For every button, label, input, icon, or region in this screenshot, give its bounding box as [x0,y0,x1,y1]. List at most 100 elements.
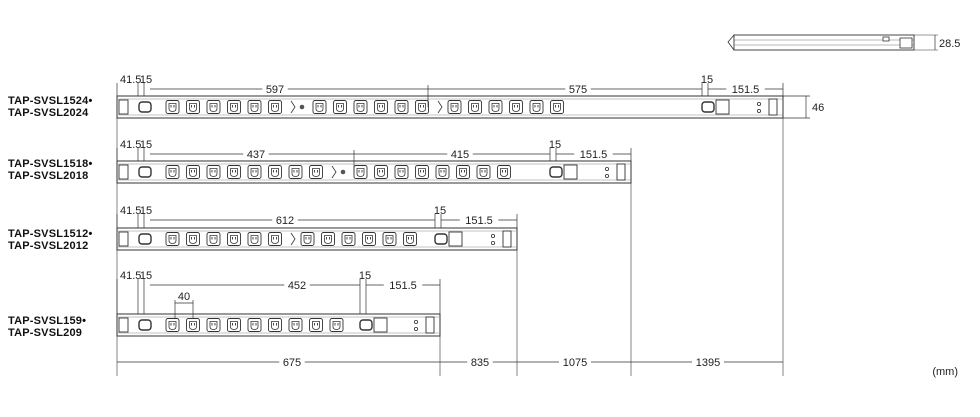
outlet-icon [227,318,241,332]
segment-marker [331,165,337,179]
outlet-face [312,321,320,330]
screw-hole [605,166,610,171]
outlet-icon [165,232,180,246]
mount-bracket [701,101,715,113]
mount-bracket [434,233,448,245]
screw-hole [757,102,762,107]
mount-bracket [138,319,152,331]
outlet-face [271,235,279,244]
screw-hole [490,240,495,245]
model-name: TAP-SVSL2024 [8,107,89,119]
outlet-face [553,103,561,112]
outlet-face [459,168,467,177]
outlet-face [291,321,300,330]
outlet-icon [394,165,409,179]
mid-mount-hole [340,169,346,175]
outlet-icon [362,232,376,246]
outlet-face [491,103,500,112]
outlet-face [189,321,197,330]
outlet-icon [374,165,388,179]
outlet-icon [165,165,180,179]
end-cap-right [502,230,512,248]
dimension-bracket-right: 15 [359,270,371,282]
dimension-end-left: 41.5 [120,139,141,151]
dimension-span-1: 597 [150,84,428,96]
outlet-icon [186,165,200,179]
outlet-face [471,103,479,112]
dimension-value: 437 [247,149,265,161]
side-view: 28.5 [727,34,960,51]
dimension-value: 151.5 [580,149,608,161]
outlet-face [397,103,406,112]
outlet-face [209,321,218,330]
overall-length-159: 675 [117,357,440,369]
model-name: TAP-SVSL1524• [8,95,93,107]
outlet-face [230,321,238,330]
mount-bracket [359,319,373,331]
outlet-icon [247,100,262,114]
screw-hole [605,173,610,178]
outlet-face [271,168,279,177]
dimension-span-1: 612 [150,215,435,227]
outlet-face [250,103,259,112]
dimension-bracket: 15 [140,270,152,282]
outlet-icon [341,232,356,246]
dimension-value: 151.5 [389,280,417,292]
outlet-face [189,235,197,244]
outlet-face [377,103,385,112]
end-cap-right [768,98,778,116]
outlet-face [250,321,259,330]
outlet-face [209,168,218,177]
dimension-end-right: 151.5 [556,149,631,161]
outlet-icon [415,100,429,114]
dimension-span-2: 575 [428,84,702,96]
outlet-face [250,235,259,244]
outlet-face [168,103,177,112]
outlet-icon [227,165,241,179]
outlet-icon [403,232,417,246]
breaker-box [448,231,463,247]
screw-hole [490,233,495,238]
outlet-icon [186,232,200,246]
segment-marker [290,232,296,246]
breaker-box [563,164,578,180]
dimension-bracket: 15 [140,205,152,217]
breaker-box [715,99,730,115]
outlet-icon [268,165,282,179]
outlet-icon [206,318,221,332]
dimension-value: 597 [266,84,284,96]
end-cap-right [425,316,435,334]
outlet-icon [186,100,200,114]
dimension-span-2: 415 [354,149,550,161]
dimension-value: 28.5 [939,38,960,50]
model-label-1524: TAP-SVSL1524• TAP-SVSL2024 [8,95,93,119]
dimension-value: 675 [283,357,301,369]
dimension-span-1: 437 [150,149,354,161]
dimension-end-right: 151.5 [366,280,440,292]
outlet-face [450,103,459,112]
model-name: TAP-SVSL209 [8,327,83,339]
end-cap-right [616,163,626,181]
dimension-value: 151.5 [732,84,760,96]
outlet-icon [247,165,262,179]
outlet-face [418,103,426,112]
model-label-1512: TAP-SVSL1512• TAP-SVSL2012 [8,228,93,252]
outlet-face [189,168,197,177]
model-name: TAP-SVSL159• [8,315,87,327]
overall-length-1512: 835 [440,357,517,369]
model-label-159: TAP-SVSL159• TAP-SVSL209 [8,315,86,339]
outlet-face [168,235,177,244]
outlet-icon [268,232,282,246]
model-name: TAP-SVSL1518• [8,158,93,170]
dimension-end-left: 41.5 [120,74,141,86]
side-view-bracket [882,36,890,42]
outlet-icon [300,232,315,246]
dimension-pitch: 40 [174,291,194,318]
dimension-end-right: 151.5 [708,84,783,96]
dimension-value: 40 [178,291,190,303]
outlet-icon [550,100,564,114]
outlet-face [356,168,365,177]
outlet-face [479,168,488,177]
breaker-box [373,317,388,333]
